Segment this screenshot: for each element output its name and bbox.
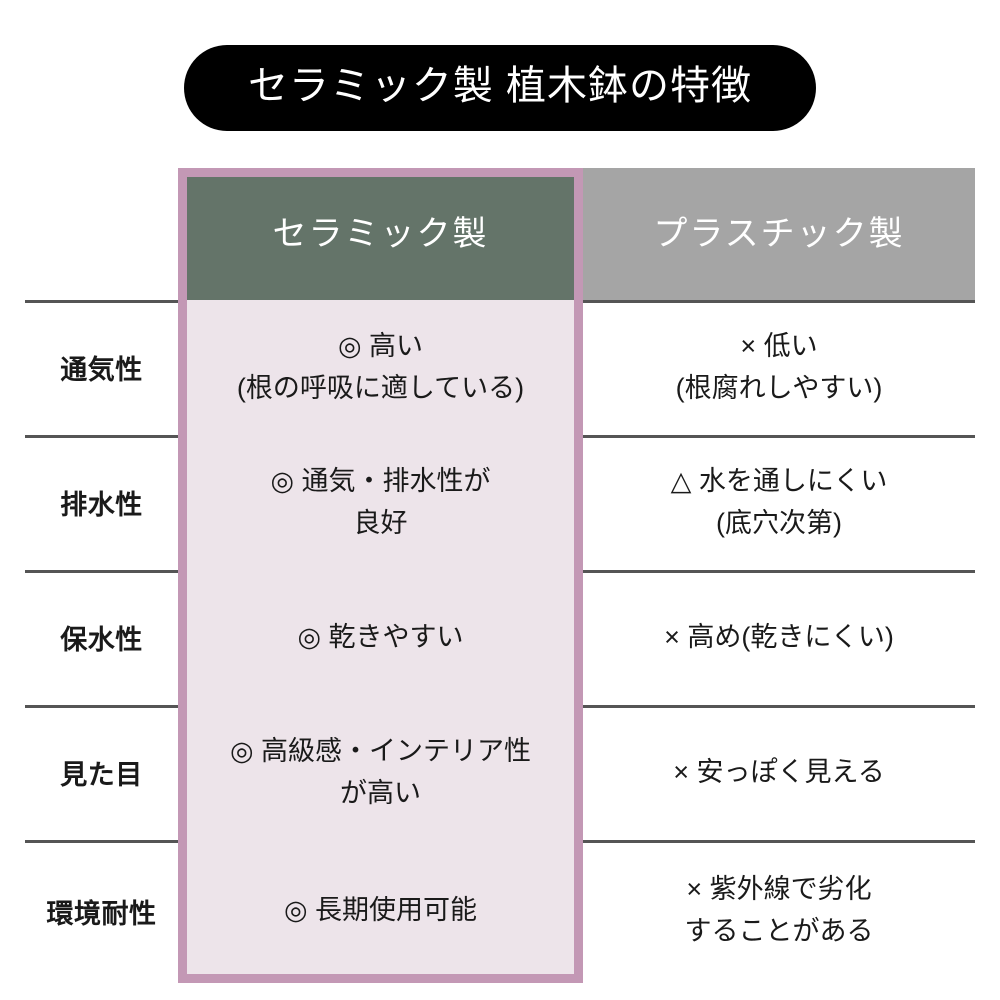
cell-ceramic-water-retention: ◎ 乾きやすい — [178, 570, 583, 705]
row-label-durability: 環境耐性 — [46, 898, 157, 929]
cell-plastic-water-retention: × 高め(乾きにくい) — [583, 570, 975, 705]
cell-text-line1: × 安っぽく見える — [673, 756, 885, 787]
table-row: 環境耐性 ◎ 長期使用可能 × 紫外線で劣化 することがある — [25, 840, 975, 982]
header-label-column — [25, 168, 178, 300]
cell-text-line2: することがある — [684, 916, 874, 946]
cell-text-line1: ◎ 高級感・インテリア性 — [229, 735, 532, 766]
cell-ceramic-ventilation: ◎ 高い (根の呼吸に適している) — [178, 300, 583, 435]
cell-text-line1: ◎ 高い — [337, 330, 424, 361]
cell-plastic-ventilation: × 低い (根腐れしやすい) — [583, 300, 975, 435]
cell-plastic-appearance: × 安っぽく見える — [583, 705, 975, 840]
page-title: セラミック製 植木鉢の特徴 — [183, 45, 817, 131]
table-row: 保水性 ◎ 乾きやすい × 高め(乾きにくい) — [25, 570, 975, 705]
cell-text-line1: × 低い — [740, 330, 818, 361]
table-row: 排水性 ◎ 通気・排水性が 良好 △ 水を通しにくい (底穴次第) — [25, 435, 975, 570]
cell-text-line2: (根腐れしやすい) — [675, 372, 883, 403]
title-banner: セラミック製 植木鉢の特徴 — [0, 45, 1000, 131]
table-header-row: セラミック製 プラスチック製 — [25, 168, 975, 300]
cell-text-line1: ◎ 通気・排水性が — [270, 465, 491, 496]
comparison-table: セラミック製 プラスチック製 通気性 ◎ 高い (根の呼吸に適している) × 低… — [25, 168, 975, 983]
table-row: 通気性 ◎ 高い (根の呼吸に適している) × 低い (根腐れしやすい) — [25, 300, 975, 435]
row-label-water-retention: 保水性 — [60, 625, 143, 655]
cell-ceramic-durability: ◎ 長期使用可能 — [178, 840, 583, 982]
row-label-appearance: 見た目 — [60, 760, 143, 790]
cell-text-line1: ◎ 乾きやすい — [297, 621, 464, 652]
cell-plastic-durability: × 紫外線で劣化 することがある — [583, 840, 975, 982]
cell-ceramic-appearance: ◎ 高級感・インテリア性 が高い — [178, 705, 583, 840]
row-label-ventilation: 通気性 — [60, 355, 143, 385]
cell-text-line1: ◎ 長期使用可能 — [283, 895, 478, 926]
cell-text-line2: (底穴次第) — [716, 507, 842, 538]
cell-plastic-drainage: △ 水を通しにくい (底穴次第) — [583, 435, 975, 570]
row-label-drainage: 排水性 — [60, 490, 143, 520]
cell-text-line2: が高い — [340, 777, 421, 808]
cell-text-line1: × 高め(乾きにくい) — [664, 621, 894, 652]
cell-text-line2: 良好 — [353, 507, 408, 538]
header-ceramic: セラミック製 — [178, 168, 583, 300]
header-plastic: プラスチック製 — [583, 168, 975, 300]
cell-text-line1: △ 水を通しにくい — [670, 465, 888, 496]
table-row: 見た目 ◎ 高級感・インテリア性 が高い × 安っぽく見える — [25, 705, 975, 840]
cell-text-line2: (根の呼吸に適している) — [236, 372, 525, 403]
cell-text-line1: × 紫外線で劣化 — [686, 874, 872, 905]
cell-ceramic-drainage: ◎ 通気・排水性が 良好 — [178, 435, 583, 570]
